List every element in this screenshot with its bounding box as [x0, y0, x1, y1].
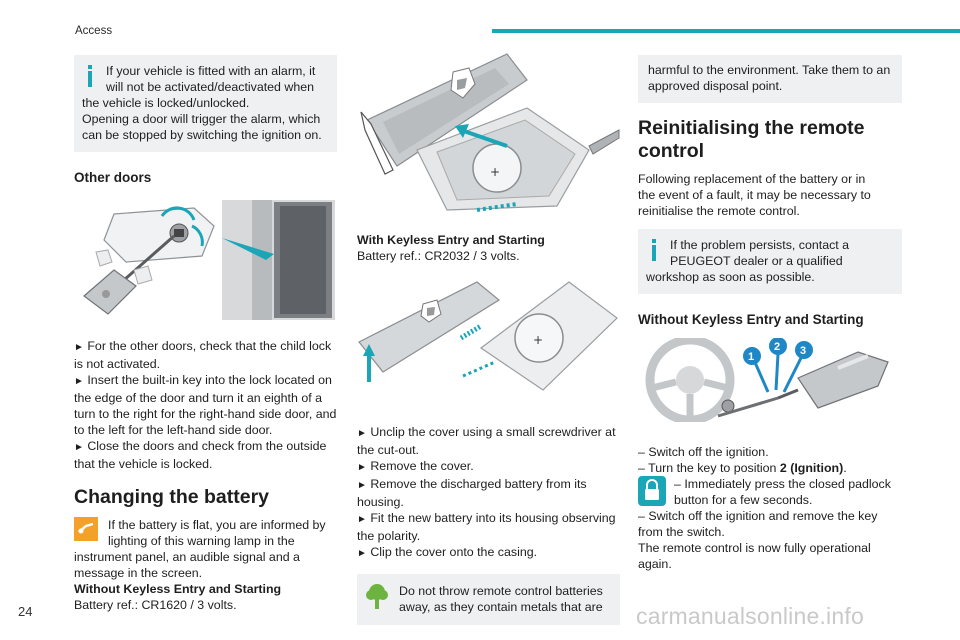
- step-marker-icon: ►: [357, 480, 367, 491]
- note-line: PEUGEOT dealer or a qualified: [670, 254, 843, 268]
- step-text: – Switch off the ignition and remove the…: [638, 509, 878, 523]
- step-text: is not activated.: [74, 357, 161, 371]
- step-text: Fit the new battery into its housing obs…: [370, 511, 616, 525]
- intro-line: Following replacement of the battery or …: [638, 172, 866, 186]
- battery-ref-2: Battery ref.: CR2032 / 3 volts.: [357, 249, 520, 263]
- callout-1: 1: [748, 351, 754, 363]
- note-line: Opening a door will trigger the alarm, w…: [82, 112, 321, 126]
- step-text: Insert the built-in key into the lock lo…: [87, 373, 332, 387]
- tree-eco-icon: [365, 582, 389, 610]
- step-text: the edge of the door and turn it an eigh…: [74, 391, 323, 405]
- dealer-note: If the problem persists, contact a PEUGE…: [638, 229, 902, 294]
- note-line: If the problem persists, contact a: [670, 238, 850, 252]
- intro-line: the event of a fault, it may be necessar…: [638, 188, 871, 202]
- step-text: – Immediately press the closed padlock: [674, 477, 891, 491]
- step-text: that the vehicle is locked.: [74, 457, 213, 471]
- step-marker-icon: ►: [357, 548, 367, 559]
- key-battery-illustration: +: [357, 50, 620, 224]
- step-text-part: .: [843, 461, 847, 475]
- step-marker-icon: ►: [74, 442, 84, 453]
- warning-text: lighting of this warning lamp in the: [108, 534, 295, 548]
- battery-steps: ► Unclip the cover using a small screwdr…: [357, 424, 620, 562]
- eco-text: harmful to the environment. Take them to…: [648, 63, 891, 77]
- step-text: – Switch off the ignition.: [638, 445, 769, 459]
- step-text: the cut-out.: [357, 443, 419, 457]
- page-number: 24: [18, 604, 33, 619]
- warning-text: instrument panel, an audible signal and …: [74, 550, 300, 564]
- step-text: – Turn the key to position 2 (Ignition).: [638, 460, 902, 476]
- warning-text: If the battery is flat, you are informed…: [108, 518, 326, 532]
- with-keyless-label: With Keyless Entry and Starting: [357, 233, 545, 247]
- info-icon: [88, 65, 92, 87]
- intro-line: reinitialise the remote control.: [638, 204, 800, 218]
- note-line: will not be activated/deactivated when: [106, 80, 315, 94]
- step-text: housing.: [357, 495, 404, 509]
- step-marker-icon: ►: [357, 514, 367, 525]
- step-marker-icon: ►: [74, 342, 84, 353]
- step-marker-icon: ►: [357, 462, 367, 473]
- padlock-icon: [638, 476, 666, 506]
- note-line: can be stopped by switching the ignition…: [82, 128, 322, 142]
- battery-ref-1: Battery ref.: CR1620 / 3 volts.: [74, 598, 237, 612]
- reinit-steps: – Switch off the ignition. – Turn the ke…: [638, 444, 902, 572]
- note-line: workshop as soon as possible.: [646, 270, 815, 284]
- padlock-step: – Immediately press the closed padlock b…: [638, 476, 902, 508]
- heading-line: Reinitialising the remote: [638, 117, 865, 139]
- other-doors-heading: Other doors: [74, 170, 152, 185]
- final-text: again.: [638, 557, 672, 571]
- step-text: button for a few seconds.: [674, 493, 813, 507]
- column-2: + With Keyless Entry and Starting Batter…: [357, 50, 620, 625]
- changing-battery-heading: Changing the battery: [74, 486, 270, 508]
- step-text: Close the doors and check from the outsi…: [87, 439, 327, 453]
- without-keyless-label: Without Keyless Entry and Starting: [74, 582, 282, 596]
- watermark: carmanualsonline.info: [636, 603, 864, 629]
- info-icon: [652, 239, 656, 261]
- svg-text:+: +: [533, 333, 543, 347]
- note-line: the vehicle is locked/unlocked.: [82, 96, 250, 110]
- step-marker-icon: ►: [357, 428, 367, 439]
- eco-note: Do not throw remote control batteries aw…: [357, 574, 620, 625]
- step-text: from the switch.: [638, 525, 725, 539]
- without-keyless-heading: Without Keyless Entry and Starting: [638, 312, 864, 327]
- keyless-fob-illustration: +: [357, 278, 620, 406]
- door-lock-illustration: [74, 196, 337, 328]
- header-rule: [492, 29, 960, 33]
- eco-text: Do not throw remote control batteries: [399, 584, 603, 598]
- step-text: to the left for the left-hand side door.: [74, 423, 273, 437]
- column-3: harmful to the environment. Take them to…: [638, 55, 902, 572]
- eco-text: away, as they contain metals that are: [399, 600, 603, 614]
- step-marker-icon: ►: [74, 376, 84, 387]
- step-text: Unclip the cover using a small screwdriv…: [370, 425, 616, 439]
- column-1: If your vehicle is fitted with an alarm,…: [74, 55, 337, 613]
- callout-3: 3: [800, 345, 806, 357]
- reinit-heading: Reinitialising the remote control: [638, 117, 902, 163]
- final-text: The remote control is now fully operatio…: [638, 541, 871, 555]
- svg-text:+: +: [490, 165, 500, 179]
- note-line: If your vehicle is fitted with an alarm,…: [106, 64, 316, 78]
- battery-warning: If the battery is flat, you are informed…: [74, 517, 337, 581]
- step-text: For the other doors, check that the chil…: [87, 339, 332, 353]
- eco-text: approved disposal point.: [648, 79, 783, 93]
- ignition-key-illustration: 1 2 3: [638, 335, 902, 426]
- ignition-position: 2 (Ignition): [779, 461, 844, 475]
- alarm-note: If your vehicle is fitted with an alarm,…: [74, 55, 337, 152]
- callout-2: 2: [774, 341, 780, 353]
- doors-steps: ► For the other doors, check that the ch…: [74, 338, 337, 472]
- step-text: turn to the right for the right-hand sid…: [74, 407, 337, 421]
- step-text: the polarity.: [357, 529, 421, 543]
- step-text: Remove the cover.: [370, 459, 474, 473]
- battery-warning-lamp-icon: [74, 517, 98, 541]
- eco-note-continued: harmful to the environment. Take them to…: [638, 55, 902, 103]
- running-head: Access: [75, 25, 113, 37]
- step-text: Remove the discharged battery from its: [370, 477, 587, 491]
- warning-text: message in the screen.: [74, 566, 203, 580]
- step-text-part: – Turn the key to position: [638, 461, 780, 475]
- heading-line: control: [638, 140, 705, 162]
- reinit-intro: Following replacement of the battery or …: [638, 171, 902, 219]
- step-text: Clip the cover onto the casing.: [370, 545, 538, 559]
